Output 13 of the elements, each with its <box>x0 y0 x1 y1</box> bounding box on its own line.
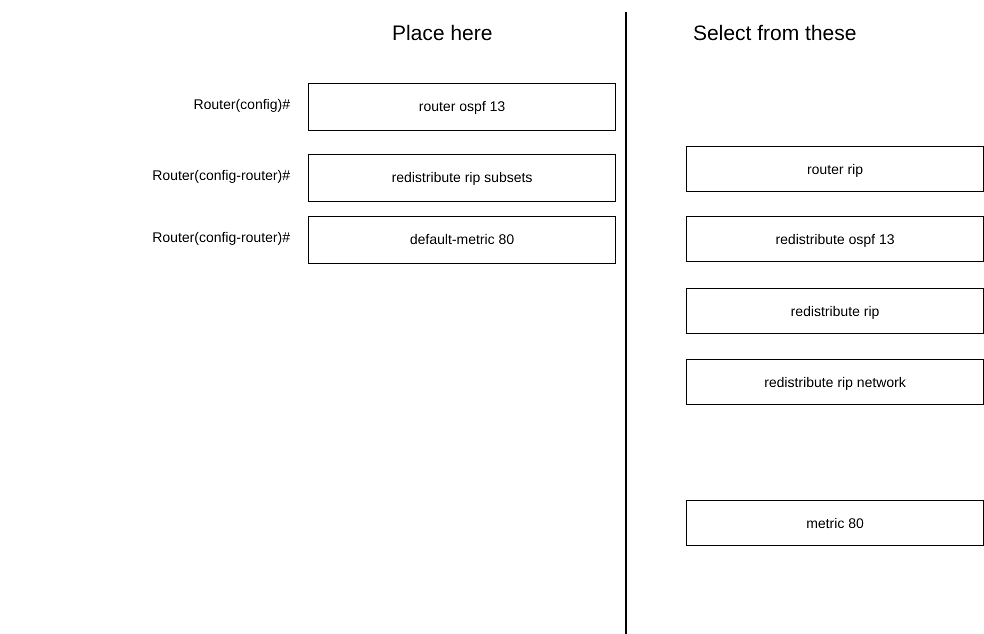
answer-slot: default-metric 80 <box>308 216 616 264</box>
prompt-label: Router(config-router)# <box>151 229 290 245</box>
column-heading: Place here <box>392 22 492 46</box>
prompt-label: Router(config-router)# <box>151 167 290 183</box>
command-option: metric 80 <box>686 500 984 546</box>
answer-slot: redistribute rip subsets <box>308 154 616 202</box>
prompt-label: Router(config)# <box>192 96 290 112</box>
command-option: redistribute rip network <box>686 359 984 405</box>
answer-slot: router ospf 13 <box>308 83 616 131</box>
command-option: redistribute ospf 13 <box>686 216 984 262</box>
command-option: redistribute rip <box>686 288 984 334</box>
command-option: router rip <box>686 146 984 192</box>
column-heading: Select from these <box>693 22 856 46</box>
